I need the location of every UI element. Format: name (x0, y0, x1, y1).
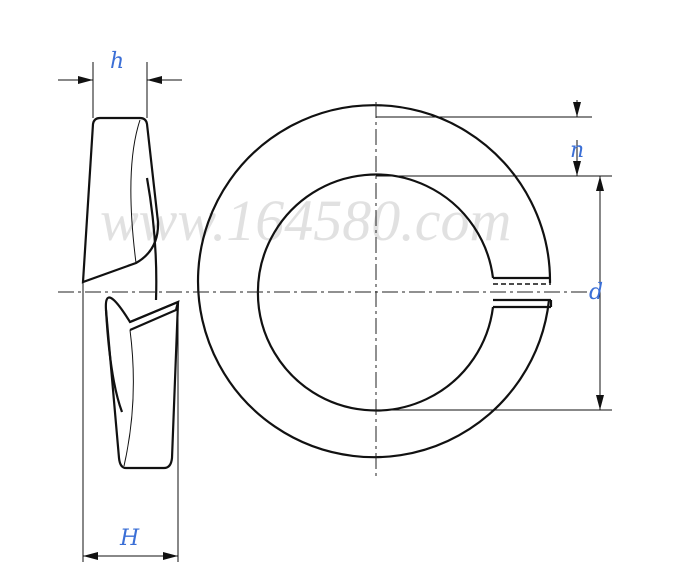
front-view-outer-circle (196, 104, 552, 459)
dimension-H-label: H (119, 526, 140, 551)
washer-side-view (81, 116, 180, 470)
dimension-n-label: n (570, 138, 584, 163)
side-view-split-face (129, 300, 180, 332)
side-view-left-inner-curve (104, 309, 124, 413)
dimension-H: H (82, 282, 179, 562)
dimension-h-label: h (110, 49, 124, 74)
dimension-d-label: d (589, 280, 603, 305)
side-view-lower-section (104, 296, 180, 470)
dimension-d: d (376, 176, 612, 411)
side-view-helix-back (145, 177, 158, 301)
side-view-upper-inner-curve (130, 119, 141, 264)
dimension-h: h (58, 49, 182, 118)
washer-front-view (196, 104, 553, 459)
side-view-lower-inner-curve (123, 329, 134, 467)
dimension-n: n (376, 100, 612, 177)
side-view-upper-section (81, 116, 160, 284)
